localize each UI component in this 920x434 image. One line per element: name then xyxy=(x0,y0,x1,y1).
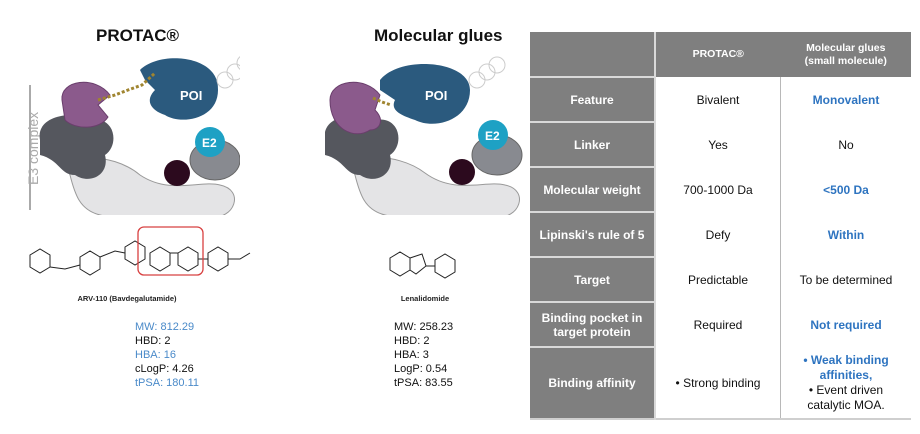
lenalidomide-caption: Lenalidomide xyxy=(400,294,450,303)
table-row: Linker Yes No xyxy=(530,121,911,167)
poi-shape xyxy=(140,58,219,120)
scaffold-shape xyxy=(353,157,520,215)
glue-prop-mw: MW: 258.23 xyxy=(394,321,454,333)
e2-circle xyxy=(478,120,508,150)
cell-protac: Defy xyxy=(655,212,781,257)
e3-ligase-shape xyxy=(61,81,111,128)
table-row: Binding affinity • Strong binding • Weak… xyxy=(530,346,911,419)
row-label-target: Target xyxy=(530,256,656,302)
cell-glue: To be determined xyxy=(780,257,911,302)
glue-mechanism-diagram: E2 POI xyxy=(325,56,523,215)
e2-circle xyxy=(195,127,225,157)
cell-protac: Predictable xyxy=(655,257,781,302)
table-row: Lipinski's rule of 5 Defy Within xyxy=(530,211,911,257)
protac-properties: MW: 812.29 HBD: 2 HBA: 16 cLogP: 4.26 tP… xyxy=(135,320,199,390)
glue-affinity-line1: • Weak binding xyxy=(803,352,889,367)
row-label-linker: Linker xyxy=(530,121,656,167)
cell-glue: Monovalent xyxy=(780,77,911,122)
table-row: Molecular weight 700-1000 Da <500 Da xyxy=(530,166,911,212)
ubiquitin-chain xyxy=(216,56,240,89)
protac-prop-hbd: HBD: 2 xyxy=(135,335,171,347)
protac-linker xyxy=(97,71,157,102)
glue-properties: MW: 258.23 HBD: 2 HBA: 3 LogP: 0.54 tPSA… xyxy=(394,320,453,390)
glue-prop-tpsa: tPSA: 83.55 xyxy=(394,377,453,389)
row-label-line1: Binding pocket in xyxy=(541,310,643,325)
ubiquitin-chain xyxy=(468,56,506,89)
header-glue-line2: (small molecule) xyxy=(804,54,887,67)
poi-shape xyxy=(380,63,470,124)
row-label-lipinski: Lipinski's rule of 5 xyxy=(530,211,656,257)
poi-label: POI xyxy=(425,88,447,103)
protac-prop-mw: MW: 812.29 xyxy=(135,321,195,333)
glue-affinity-line2: affinities, xyxy=(819,367,873,382)
protac-title: PROTAC® xyxy=(96,26,180,45)
header-glue: Molecular glues(small molecule) xyxy=(780,32,911,77)
e3-complex-label: E3 complex xyxy=(25,112,41,185)
glue-molecule xyxy=(372,96,392,107)
table-row: Feature Bivalent Monovalent xyxy=(530,76,911,122)
e2-label: E2 xyxy=(202,136,217,150)
rbx-circle xyxy=(164,160,190,186)
protac-mechanism-diagram: E3 complex E2 POI xyxy=(25,56,240,215)
header-protac: PROTAC® xyxy=(655,32,781,77)
cell-protac: Required xyxy=(655,302,781,347)
cell-protac: Yes xyxy=(655,122,781,167)
protac-prop-tpsa: tPSA: 180.11 xyxy=(135,377,200,389)
glue-title: Molecular glues xyxy=(374,26,503,45)
cell-glue: No xyxy=(780,122,911,167)
protac-prop-hba: HBA: 16 xyxy=(135,349,176,361)
lenalidomide-structure xyxy=(389,251,456,279)
rbx-circle xyxy=(449,159,475,185)
glue-prop-hba: HBA: 3 xyxy=(394,349,429,361)
row-label-binding-affinity: Binding affinity xyxy=(530,346,656,419)
cell-protac: • Strong binding xyxy=(655,347,781,419)
e3-ligase-shape xyxy=(329,81,381,135)
header-glue-line1: Molecular glues xyxy=(806,41,886,54)
glue-prop-logp: LogP: 0.54 xyxy=(394,363,448,375)
adaptor-shape xyxy=(325,115,399,179)
cell-glue: <500 Da xyxy=(780,167,911,212)
row-label-line2: target protein xyxy=(553,324,631,339)
cell-glue: • Weak binding affinities, • Event drive… xyxy=(780,347,911,419)
poi-label: POI xyxy=(180,88,202,103)
row-label-feature: Feature xyxy=(530,76,656,122)
comparison-table: PROTAC® Molecular glues(small molecule) … xyxy=(530,32,911,420)
scaffold-shape xyxy=(68,157,235,215)
arv110-structure xyxy=(29,226,251,276)
protac-prop-logp: cLogP: 4.26 xyxy=(135,363,194,375)
cell-glue: Not required xyxy=(780,302,911,347)
table-row: Target Predictable To be determined xyxy=(530,256,911,302)
glue-affinity-line3: • Event driven xyxy=(808,382,884,397)
glue-prop-hbd: HBD: 2 xyxy=(394,335,430,347)
row-label-molecular-weight: Molecular weight xyxy=(530,166,656,212)
e2-label: E2 xyxy=(485,129,500,143)
glue-affinity-line4: catalytic MOA. xyxy=(807,397,885,412)
cell-protac: Bivalent xyxy=(655,77,781,122)
header-empty xyxy=(530,32,656,77)
linker-highlight-box xyxy=(137,226,204,276)
arv110-caption: ARV-110 (Bavdegalutamide) xyxy=(77,294,177,303)
cell-protac: 700-1000 Da xyxy=(655,167,781,212)
cell-glue: Within xyxy=(780,212,911,257)
table-header-row: PROTAC® Molecular glues(small molecule) xyxy=(530,32,911,77)
adaptor-shape xyxy=(39,115,114,179)
